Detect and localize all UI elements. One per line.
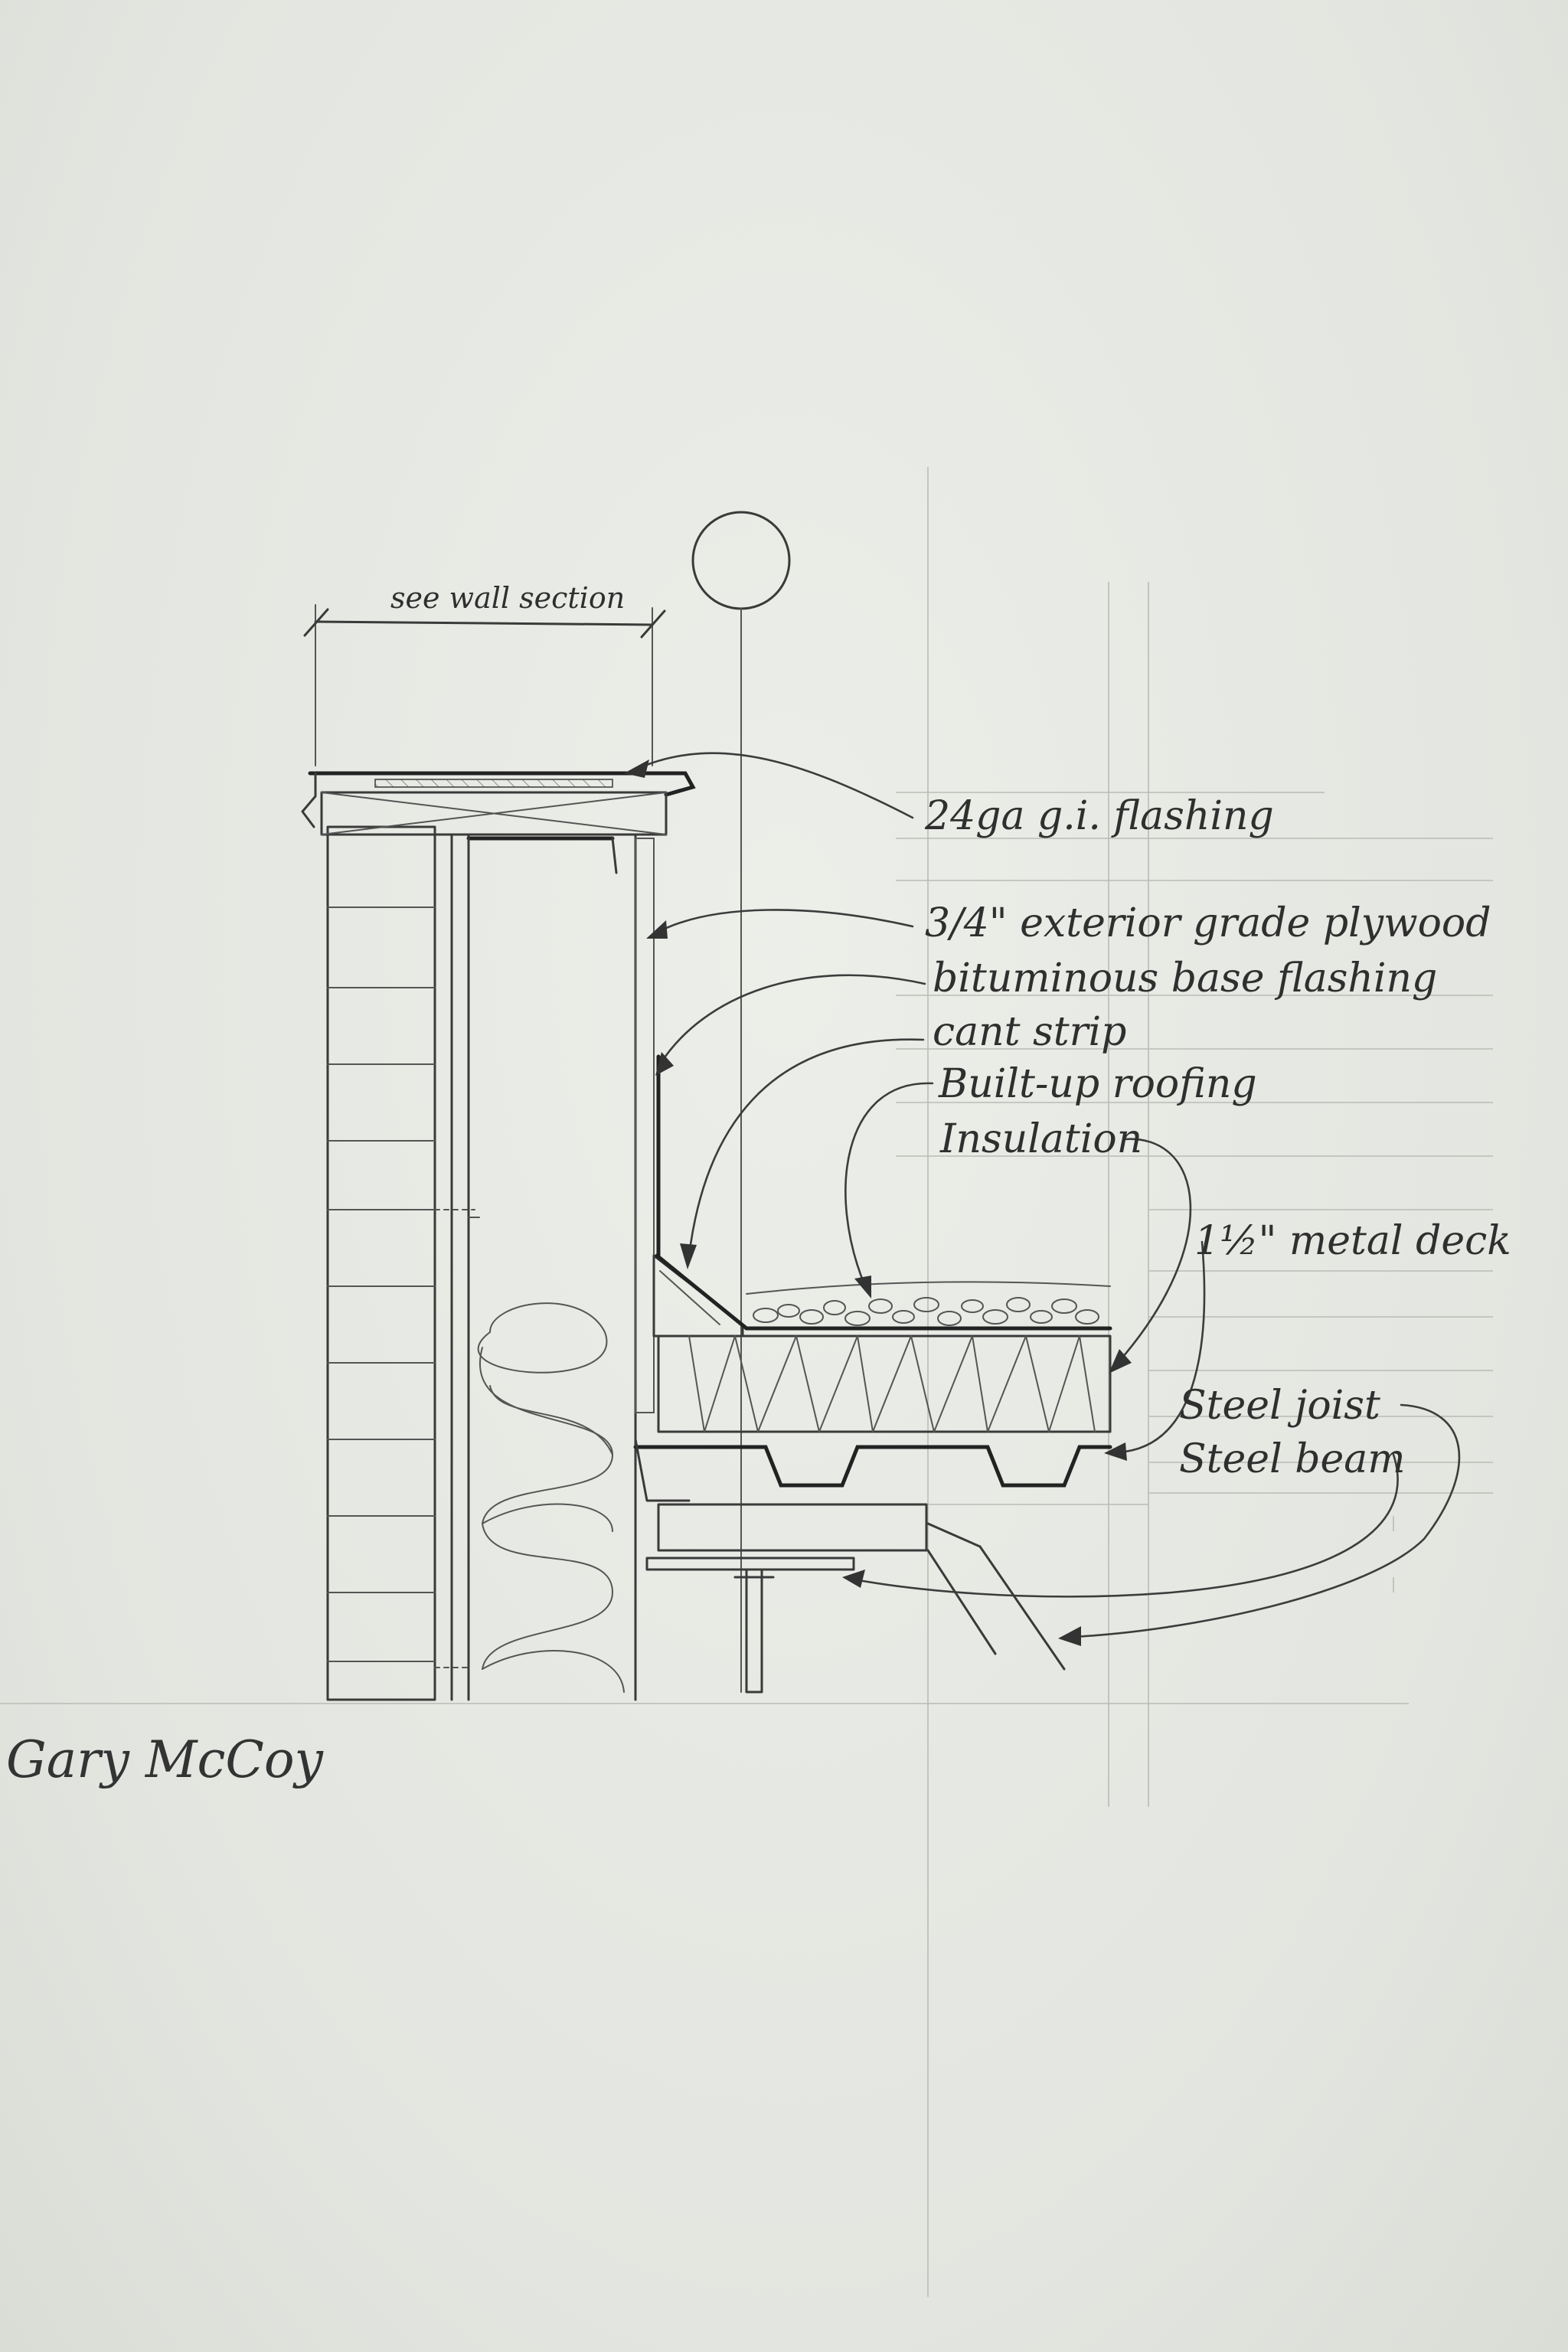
dimension-line (303, 604, 666, 766)
stud-wall (434, 833, 637, 1701)
label-built-up-roofing: Built-up roofing (939, 1061, 1257, 1107)
parapet-cap (301, 771, 696, 874)
brick-veneer (326, 825, 436, 1701)
metal-deck (633, 1438, 1112, 1502)
label-steel-joist: Steel joist (1179, 1383, 1380, 1429)
label-cant-strip: cant strip (933, 1009, 1127, 1055)
label-metal-deck: 1½" metal deck (1194, 1218, 1511, 1264)
steel-joist (657, 1503, 1066, 1671)
author-signature: Gary McCoy (6, 1730, 323, 1789)
parapet-sheathing (635, 838, 661, 1413)
dimension-note: see wall section (390, 581, 626, 615)
label-flashing: 24ga g.i. flashing (925, 793, 1274, 839)
label-plywood: 3/4" exterior grade plywood (925, 900, 1491, 946)
guide-lines (0, 467, 1493, 2297)
leader-lines (624, 752, 1461, 1646)
built-up-roofing (655, 1253, 1112, 1331)
roof-insulation (657, 1334, 1112, 1433)
detail-reference-bubble (691, 511, 791, 1693)
label-base-flashing: bituminous base flashing (933, 956, 1438, 1001)
cant-strip (652, 1254, 744, 1338)
steel-beam (645, 1557, 855, 1694)
label-steel-beam: Steel beam (1179, 1436, 1406, 1482)
label-insulation: Insulation (940, 1116, 1143, 1162)
